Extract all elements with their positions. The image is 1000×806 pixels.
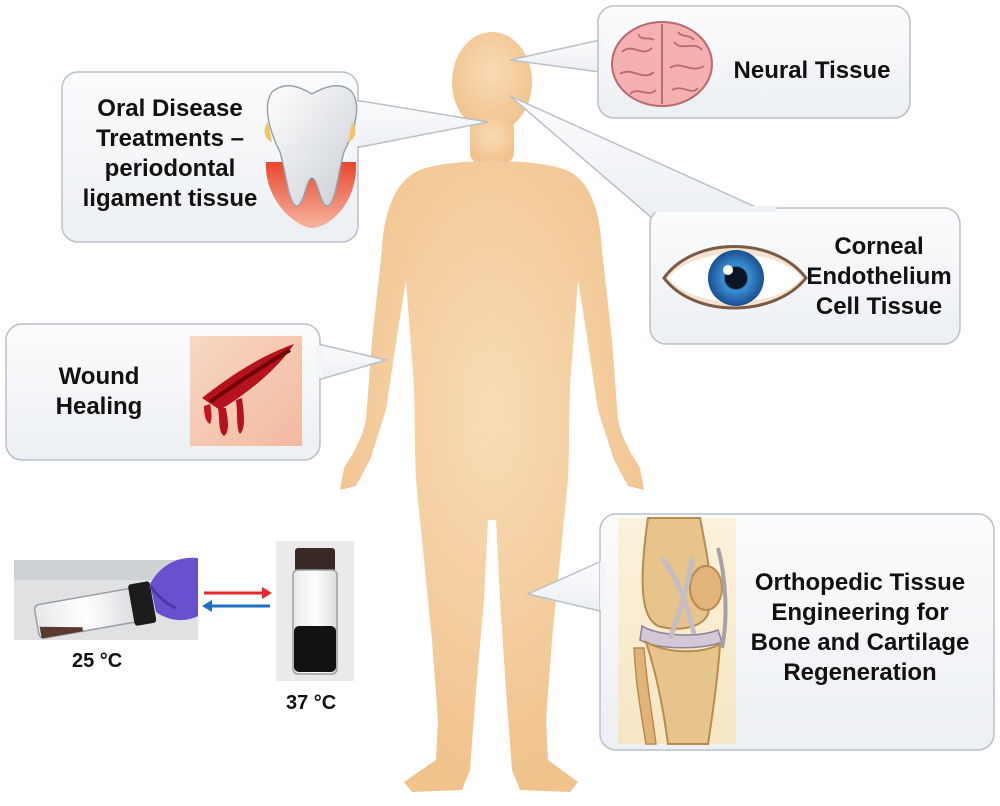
oral-line-3: periodontal bbox=[104, 155, 236, 182]
eye-icon bbox=[662, 245, 808, 310]
oral-line-1: Oral Disease bbox=[97, 95, 243, 122]
ortho-line-3: Bone and Cartilage bbox=[750, 629, 970, 656]
ortho-line-2: Engineering for bbox=[771, 599, 949, 626]
corneal-label: Corneal Endothelium Cell Tissue bbox=[804, 232, 954, 322]
vial-photo-37c bbox=[276, 541, 354, 681]
callout-oral-disease bbox=[61, 71, 489, 243]
arrow-cooling bbox=[202, 600, 270, 612]
orthopedic-label: Orthopedic Tissue Engineering for Bone a… bbox=[742, 568, 978, 688]
neural-tissue-label: Neural Tissue bbox=[733, 57, 891, 84]
ortho-line-4: Regeneration bbox=[783, 659, 937, 686]
callout-wound-healing bbox=[5, 323, 389, 461]
callout-orthopedic bbox=[525, 513, 995, 751]
corneal-line-1: Corneal bbox=[834, 233, 924, 260]
callout-neural-tissue bbox=[509, 5, 911, 119]
corneal-line-3: Cell Tissue bbox=[815, 293, 943, 320]
human-body-silhouette bbox=[340, 32, 644, 792]
ortho-line-1: Orthopedic Tissue bbox=[754, 569, 966, 596]
vial-photo-25c bbox=[14, 557, 198, 640]
oral-line-2: Treatments – bbox=[95, 125, 245, 152]
oral-line-4: ligament tissue bbox=[82, 185, 258, 212]
oral-disease-label: Oral Disease Treatments – periodontal li… bbox=[70, 94, 270, 214]
gel-transition-illustration bbox=[14, 541, 354, 681]
callout-corneal bbox=[509, 95, 961, 345]
wound-line-1: Wound bbox=[58, 363, 140, 390]
wound-line-2: Healing bbox=[55, 393, 143, 420]
temperature-label-37c: 37 °C bbox=[286, 692, 337, 714]
wound-icon bbox=[190, 336, 302, 446]
temperature-label-25c: 25 °C bbox=[72, 650, 123, 672]
brain-icon bbox=[611, 21, 713, 107]
tooth-icon bbox=[264, 85, 358, 228]
arrow-heating bbox=[204, 587, 272, 599]
corneal-line-2: Endothelium bbox=[806, 263, 952, 290]
wound-healing-label: Wound Healing bbox=[34, 362, 164, 422]
knee-joint-icon bbox=[618, 517, 736, 745]
